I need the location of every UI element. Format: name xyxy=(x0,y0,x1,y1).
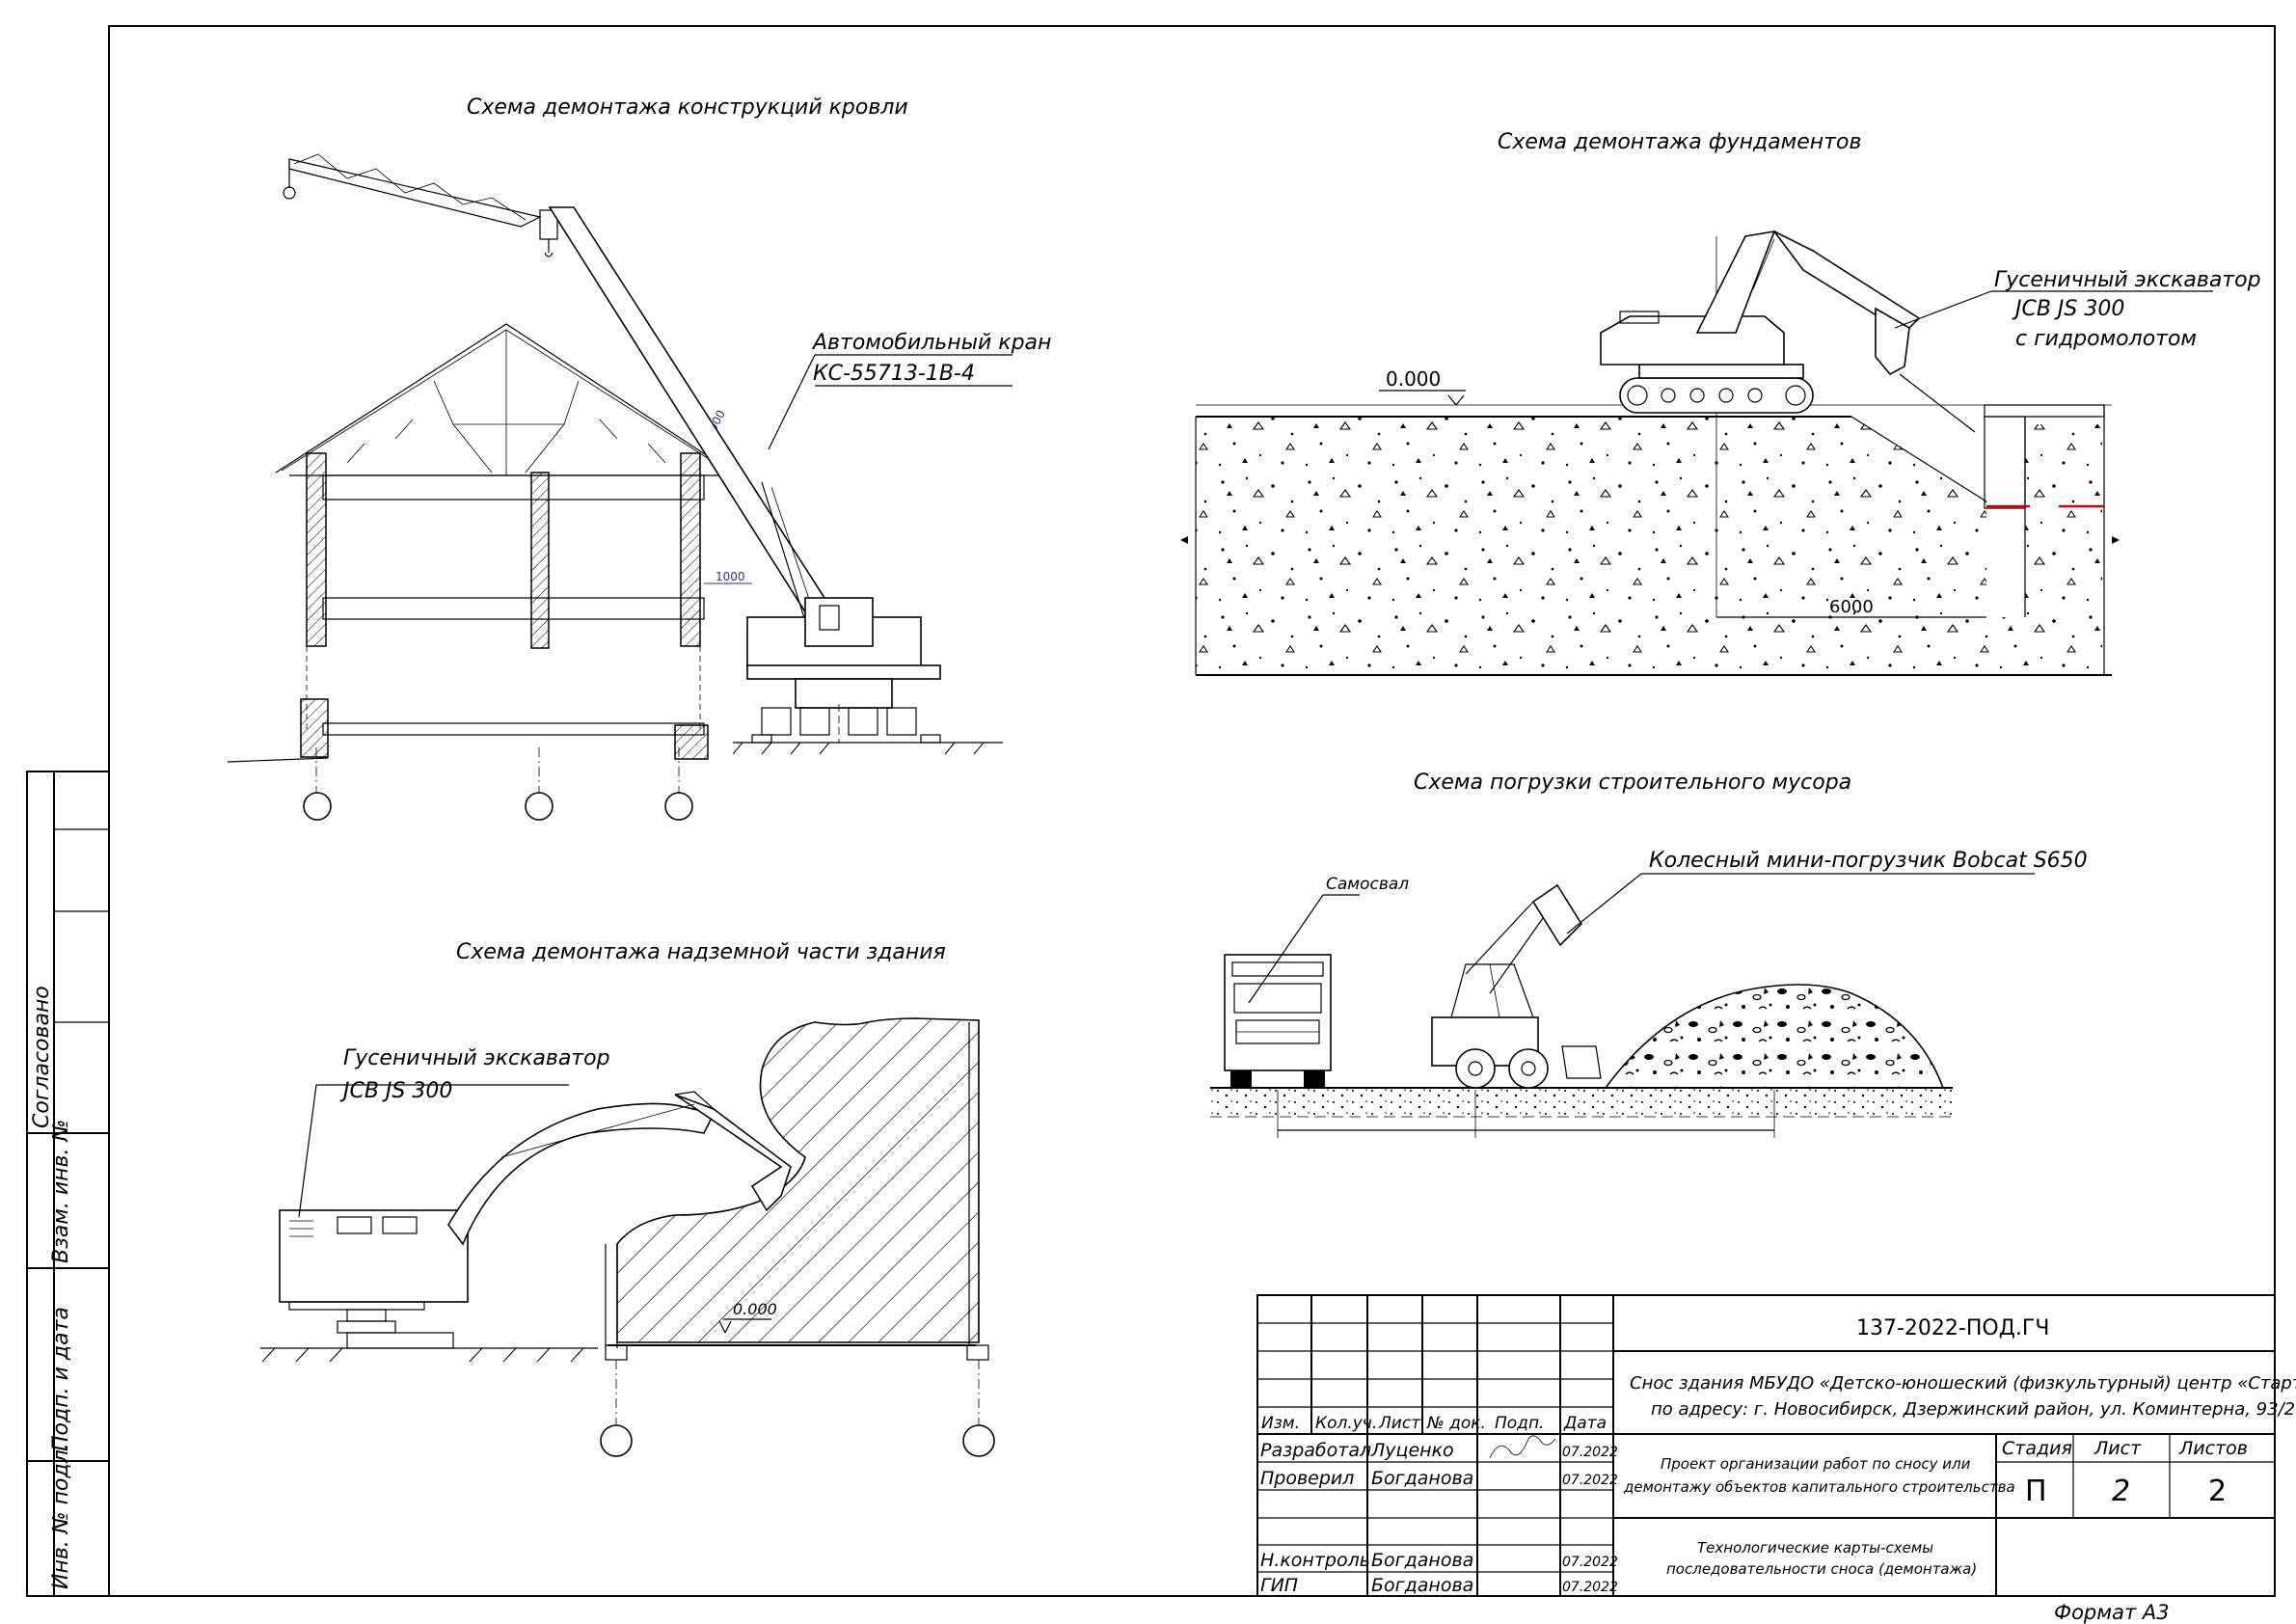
foundation-dismantling-scheme: 0.000 6000 Гусеничный экскаватор JCB JS … xyxy=(1180,230,2261,676)
loader-callout: Колесный мини-погрузчик Bobcat S650 xyxy=(1649,849,2088,873)
tb-document-code: 137-2022-ПОД.ГЧ xyxy=(1856,1316,2049,1340)
sheet-frame xyxy=(108,25,2276,1597)
tb-project-line1: Снос здания МБУДО «Детско-юношеский (физ… xyxy=(1630,1373,2296,1394)
debris-pile xyxy=(1604,984,1945,1089)
axis-markers xyxy=(303,747,693,821)
tb-stage-label: Стадия xyxy=(2002,1438,2072,1459)
tb-header-kol: Кол.уч. xyxy=(1315,1414,1377,1433)
tb-sheet-line2: последовательности сноса (демонтажа) xyxy=(1666,1560,1977,1578)
excavator-callout-line1: Гусеничный экскаватор xyxy=(343,1046,610,1070)
tb-name-gip: Богданова xyxy=(1371,1575,1473,1596)
foundations-scheme-title: Схема демонтажа фундаментов xyxy=(1498,130,1861,154)
roof-scheme-title: Схема демонтажа конструкций кровли xyxy=(467,95,908,120)
tb-doc-line1: Проект организации работ по сносу или xyxy=(1661,1455,1971,1473)
tb-header-date: Дата xyxy=(1563,1414,1607,1433)
tb-role-developer: Разработал xyxy=(1260,1440,1371,1461)
tb-role-norm: Н.контроль xyxy=(1260,1550,1370,1571)
tb-date-developer: 07.2022 xyxy=(1562,1445,1618,1460)
tb-project-line2: по адресу: г. Новосибирск, Дзержинский р… xyxy=(1651,1399,2295,1420)
excavator-callout-line2: JCB JS 300 xyxy=(339,1079,452,1103)
tb-header-list: Лист xyxy=(1378,1414,1421,1433)
above-ground-demolition-scheme: 0.000 Гусеничный экскаватор JCB JS 300 xyxy=(260,1017,995,1457)
level-mark-top: 0.000 xyxy=(1386,367,1441,391)
title-block: Изм. Кол.уч. Лист № док. Подп. Дата Разр… xyxy=(1256,1294,2296,1597)
pit-width-dim: 6000 xyxy=(1829,597,1874,617)
excavator-hammer-callout-line2: JCB JS 300 xyxy=(2012,297,2124,321)
left-approval-strip: Согласовано Взам. инв. № Подп. и дата Ин… xyxy=(26,771,110,1597)
tb-doc-line2: демонтажу объектов капитального строител… xyxy=(1623,1478,2015,1496)
level-mark-bottom: 0.000 xyxy=(733,1300,777,1318)
tb-date-gip: 07.2022 xyxy=(1562,1580,1618,1595)
signature-mark xyxy=(1489,1435,1556,1459)
dump-truck xyxy=(1224,954,1332,1088)
debris-loading-scheme: Самосвал Колесный мини-погрузчик Bobcat … xyxy=(1210,849,2088,1138)
tb-header-doc: № док. xyxy=(1426,1414,1486,1433)
tb-sheet-line1: Технологические карты-схемы xyxy=(1697,1539,1933,1556)
tb-name-developer: Луценко xyxy=(1370,1440,1454,1461)
inv-replace-label: Взам. инв. № xyxy=(49,1120,73,1263)
tb-role-checker: Проверил xyxy=(1260,1468,1354,1489)
tb-name-norm: Богданова xyxy=(1371,1550,1473,1571)
tb-stage-value: П xyxy=(2025,1475,2047,1508)
sign-date-label: Подп. и дата xyxy=(49,1307,73,1451)
roof-dismantling-scheme: 6000 1000 xyxy=(227,153,1051,821)
tb-header-sign: Подп. xyxy=(1495,1414,1544,1433)
tb-date-checker: 07.2022 xyxy=(1562,1473,1618,1488)
tb-sheets-value: 2 xyxy=(2208,1475,2227,1508)
dim-1000-crane: 1000 xyxy=(716,570,745,583)
skid-steer-loader xyxy=(1431,883,1602,1089)
tb-name-checker: Богданова xyxy=(1371,1468,1473,1489)
above-ground-scheme-title: Схема демонтажа надземной части здания xyxy=(456,940,946,964)
agreed-label: Согласовано xyxy=(30,986,54,1128)
excavator-with-hammer xyxy=(1600,230,1976,433)
excavator-hammer-callout-line1: Гусеничный экскаватор xyxy=(1994,268,2261,292)
format-label: Формат А3 xyxy=(2054,1601,2170,1624)
tb-sheet-value: 2 xyxy=(2112,1475,2130,1508)
tb-sheets-label: Листов xyxy=(2178,1438,2248,1459)
mobile-crane xyxy=(283,153,941,744)
tb-date-norm: 07.2022 xyxy=(1562,1555,1618,1570)
tb-role-gip: ГИП xyxy=(1260,1575,1298,1596)
crawler-excavator xyxy=(279,1091,792,1349)
crane-callout-line2: КС-55713-1В-4 xyxy=(813,362,975,386)
inv-orig-label: Инв. № подл. xyxy=(49,1443,73,1589)
debris-scheme-title: Схема погрузки строительного мусора xyxy=(1414,771,1851,795)
tb-header-izm: Изм. xyxy=(1261,1414,1300,1433)
excavator-hammer-callout-line3: с гидромолотом xyxy=(2015,327,2197,351)
crane-callout-line1: Автомобильный кран xyxy=(811,331,1051,355)
dump-truck-callout: Самосвал xyxy=(1326,875,1409,894)
tb-sheet-label: Лист xyxy=(2093,1438,2142,1459)
